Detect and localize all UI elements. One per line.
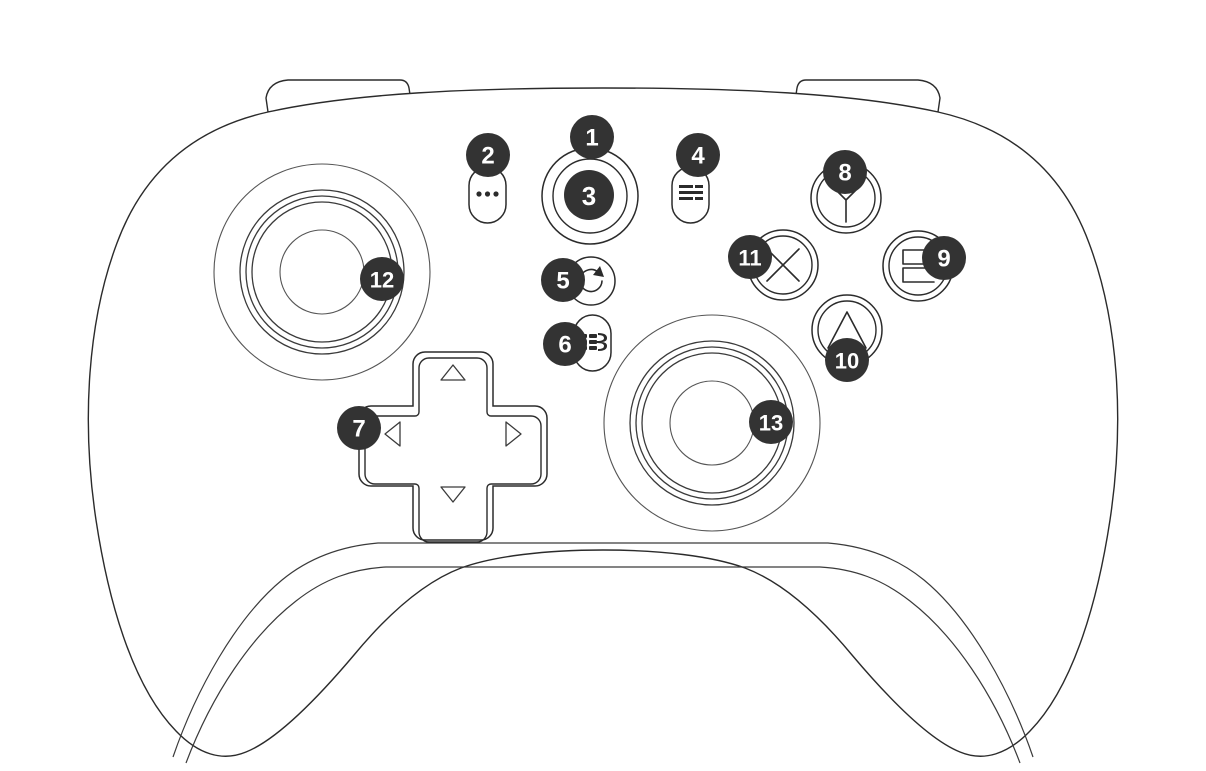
callout-badge-9[interactable]: 9 bbox=[922, 236, 966, 280]
callout-badge-disc bbox=[466, 133, 510, 177]
callout-badge-disc bbox=[543, 322, 587, 366]
callout-badge-disc bbox=[749, 400, 793, 444]
x-glyph-icon bbox=[766, 248, 800, 282]
callout-badge-3[interactable]: 3 bbox=[564, 170, 614, 220]
callout-badge-label: 4 bbox=[691, 143, 705, 170]
callout-badge-12[interactable]: 12 bbox=[360, 257, 404, 301]
callout-badge-10[interactable]: 10 bbox=[825, 338, 869, 382]
callout-badge-label: 13 bbox=[759, 411, 783, 436]
callout-badge-disc bbox=[541, 258, 585, 302]
callout-badge-label: 8 bbox=[838, 160, 851, 187]
home-button-inner-ring bbox=[552, 158, 628, 234]
callout-badge-2[interactable]: 2 bbox=[466, 133, 510, 177]
callout-badge-13[interactable]: 13 bbox=[749, 400, 793, 444]
callout-badge-7[interactable]: 7 bbox=[337, 406, 381, 450]
callout-badge-disc bbox=[337, 406, 381, 450]
callout-badge-5[interactable]: 5 bbox=[541, 258, 585, 302]
callout-badge-label: 5 bbox=[556, 268, 569, 295]
callout-badge-label: 7 bbox=[352, 416, 365, 443]
callout-badge-4[interactable]: 4 bbox=[676, 133, 720, 177]
dpad-down-arrow-icon bbox=[440, 486, 466, 503]
callout-badge-label: 9 bbox=[937, 246, 950, 273]
controller-body bbox=[87, 87, 1119, 757]
callout-badge-disc bbox=[570, 115, 614, 159]
callout-badge-label: 11 bbox=[738, 246, 761, 271]
callout-badge-disc bbox=[676, 133, 720, 177]
callout-badge-label: 12 bbox=[370, 268, 394, 293]
callout-badge-disc bbox=[922, 236, 966, 280]
callout-badge-8[interactable]: 8 bbox=[823, 150, 867, 194]
dpad-left-arrow-icon bbox=[384, 421, 401, 447]
callout-badge-label: 2 bbox=[481, 143, 494, 170]
menu-lines-icon bbox=[679, 185, 703, 200]
dpad-right-arrow-icon bbox=[505, 421, 522, 447]
callout-badge-label: 3 bbox=[582, 181, 596, 211]
callout-badge-label: 1 bbox=[585, 125, 598, 152]
view-dot-3-icon bbox=[493, 191, 499, 197]
callout-badge-disc bbox=[564, 170, 614, 220]
callout-badge-disc bbox=[825, 338, 869, 382]
body-inner-arch-inner bbox=[185, 566, 1021, 764]
view-dot-2-icon bbox=[484, 191, 491, 197]
callout-badge-label: 6 bbox=[558, 332, 571, 359]
callout-badge-label: 10 bbox=[835, 349, 859, 374]
view-dot-1-icon bbox=[476, 191, 482, 197]
callout-badge-disc bbox=[823, 150, 867, 194]
dpad-up-arrow-icon bbox=[440, 364, 466, 381]
callout-badge-6[interactable]: 6 bbox=[543, 322, 587, 366]
callout-badge-1[interactable]: 1 bbox=[570, 115, 614, 159]
callout-badge-disc bbox=[728, 235, 772, 279]
callout-badge-11[interactable]: 11 bbox=[728, 235, 772, 279]
body-inner-arch-outer bbox=[172, 542, 1034, 758]
callout-badge-disc bbox=[360, 257, 404, 301]
